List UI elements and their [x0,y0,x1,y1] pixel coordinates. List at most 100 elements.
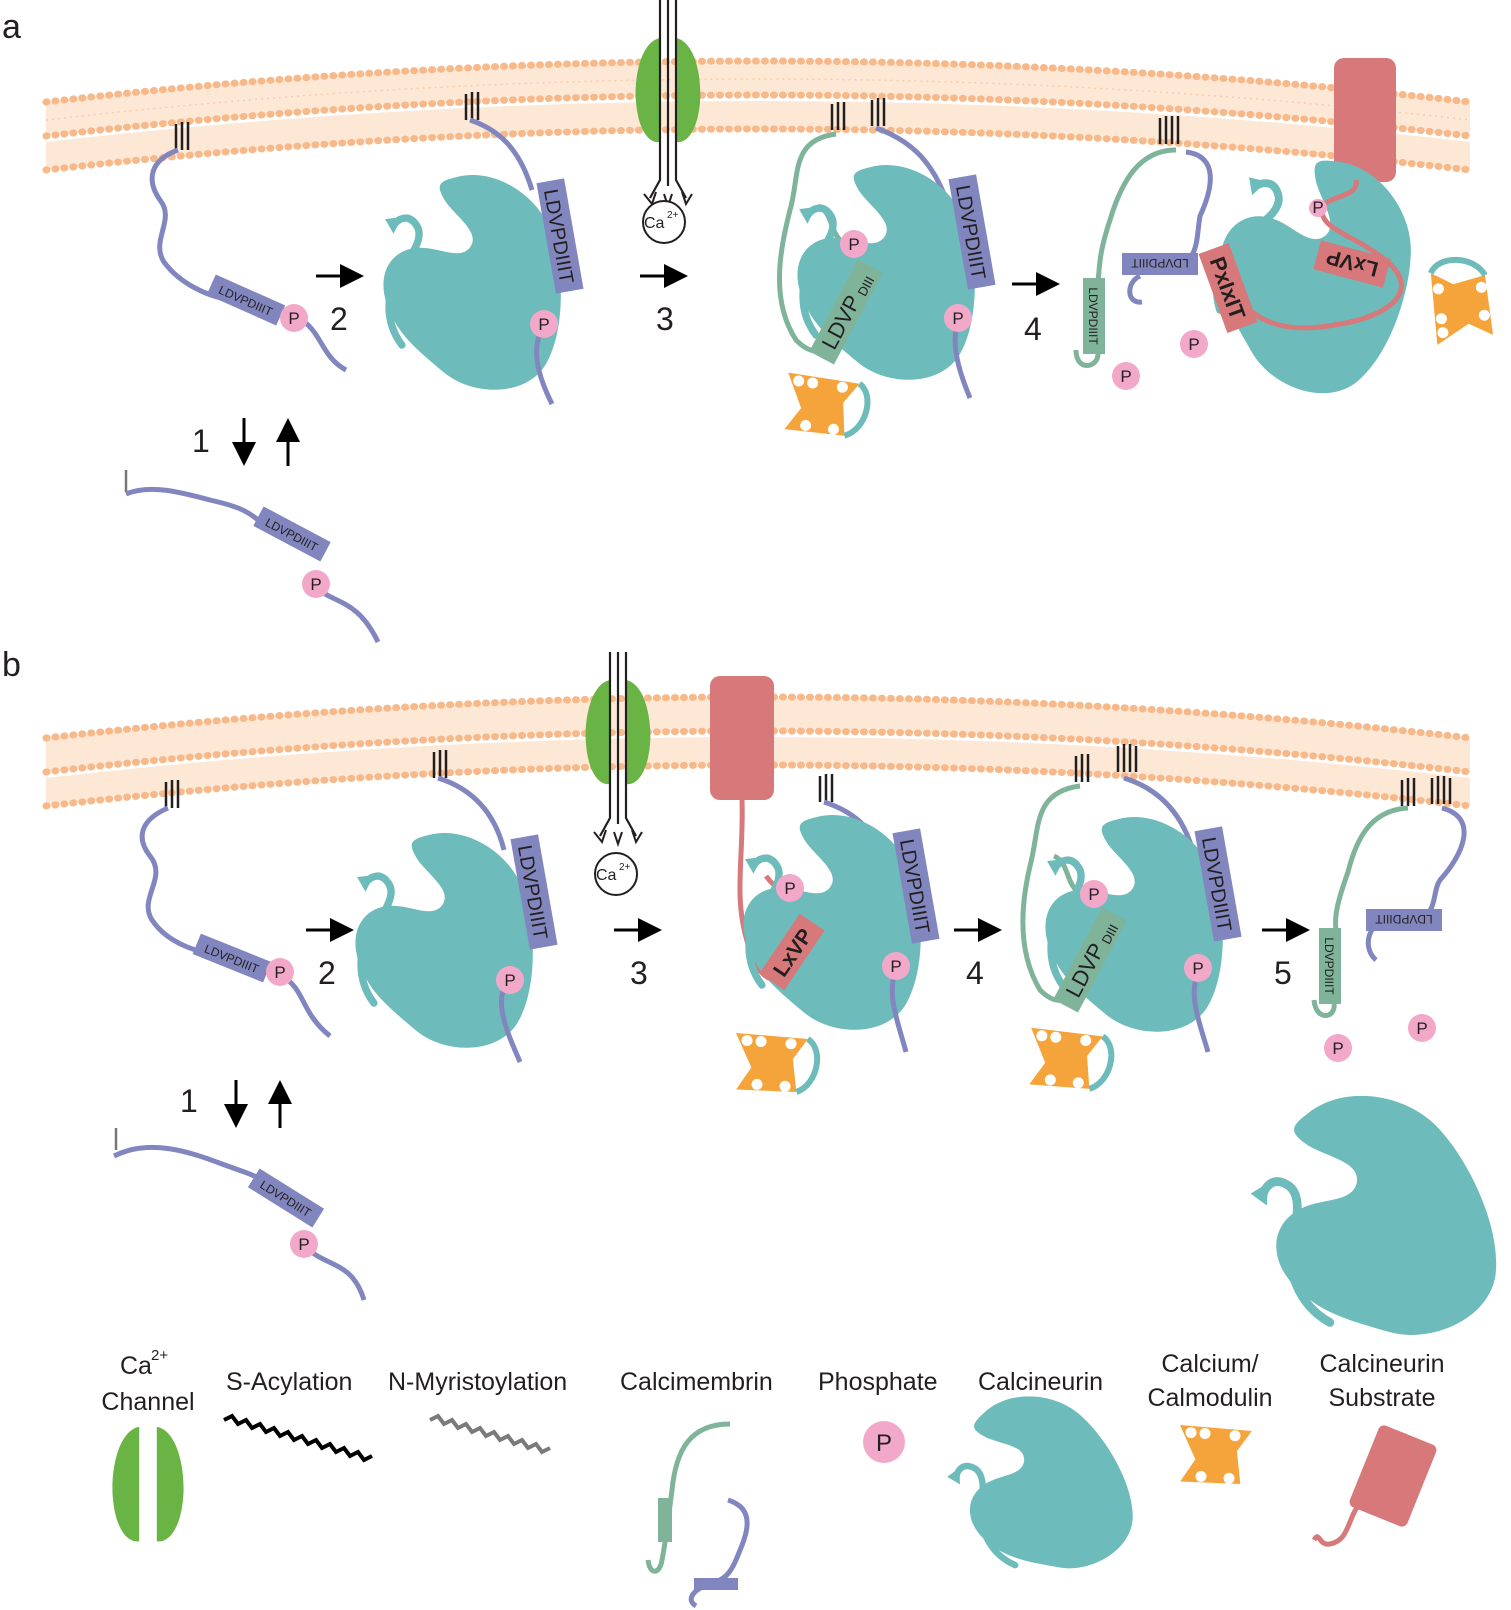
phosphate-icon [530,310,558,338]
phosphate-icon [302,570,330,598]
lxvp-motif [759,913,825,991]
svg-text:Calcineurin: Calcineurin [1319,1350,1444,1378]
calcimembrin-released-a4: LDVPDIIIT LDVPDIIIT P P [1073,116,1213,390]
calcium-ion-a: Ca 2+ [642,200,686,244]
svg-text:2+: 2+ [667,210,679,221]
legend-substrate: Calcineurin Substrate [1311,1350,1445,1547]
calcimembrin-released-b5: LDVPDIIIT LDVPDIIIT P P [1311,776,1467,1062]
step-1-arrows-a: 1 [192,418,300,466]
ldvp-motif [809,259,883,365]
svg-text:1: 1 [180,1083,198,1119]
svg-text:5: 5 [1274,955,1292,991]
svg-text:3: 3 [656,301,674,337]
calcimembrin-soluble-b1: LDVPDIIIT P [112,1128,367,1301]
svg-text:Substrate: Substrate [1328,1384,1435,1412]
legend-phosphate: Phosphate P [818,1368,938,1463]
phosphate-icon [1080,880,1108,908]
panel-label-b: b [2,646,21,684]
svg-text:P: P [1312,198,1323,217]
svg-text:S-Acylation: S-Acylation [226,1368,352,1396]
lxvp-motif [1313,240,1391,288]
svg-text:2+: 2+ [151,1347,168,1364]
calcineurin-icon [927,1366,1156,1607]
svg-text:Calcineurin: Calcineurin [978,1368,1103,1396]
ldvpdiiit-motif [1083,278,1105,354]
ldvpdiiit-motif [1319,928,1341,1004]
ldvpdiiit-motif [948,174,996,290]
svg-text:N-Myristoylation: N-Myristoylation [388,1368,567,1396]
membrane-a [42,57,1474,174]
phosphate-icon [776,874,804,902]
calcineurin-free-b5 [1227,1061,1511,1380]
legend-calcineurin: Calcineurin [927,1366,1156,1607]
svg-text:Ca: Ca [120,1352,152,1380]
svg-text:LDVPDIIIT: LDVPDIIIT [1131,256,1189,270]
svg-text:LDVPDIIIT: LDVPDIIIT [1086,287,1100,345]
legend-s-acylation: S-Acylation [223,1368,373,1463]
calcineurin-complex-a2: LDVPDIIIT P [383,92,584,406]
phosphate-icon [496,966,524,994]
phosphate-icon [1408,1014,1436,1042]
svg-text:1: 1 [192,423,210,459]
svg-text:P: P [848,235,859,254]
pxixit-motif [1198,243,1258,333]
phosphate-icon [882,952,910,980]
ldvpdiiit-motif [206,274,286,326]
panel-label-a: a [2,8,21,46]
svg-text:3: 3 [630,955,648,991]
calcium-channel-icon [112,1426,184,1542]
svg-text:P: P [274,963,285,982]
ldvpdiiit-motif [1366,909,1442,931]
calcium-channel-a [635,0,701,210]
calmodulin-icon [1430,259,1493,345]
step-2-arrow-b: 2 [306,918,354,991]
calcineurin-active-a3: LDVP DIII LDVPDIIIT P P [777,98,996,445]
step-4-arrow-b: 4 [954,918,1002,991]
svg-text:4: 4 [966,955,984,991]
calcineurin-complex-b2: LDVPDIIIT P [355,750,558,1063]
svg-text:P: P [1332,1039,1343,1058]
phosphate-icon [266,958,294,986]
substrate-icon [1311,1425,1437,1547]
svg-text:Calmodulin: Calmodulin [1147,1384,1272,1412]
svg-text:2+: 2+ [619,862,631,873]
step-3-arrow-a: 3 [640,264,688,337]
ldvp-motif [1053,907,1127,1013]
phosphate-icon [863,1421,905,1463]
legend-calcium-channel: Ca 2+ Channel [101,1347,195,1542]
substrate-icon [1334,58,1396,182]
phosphate-icon [944,304,972,332]
legend-calmodulin: Calcium/ Calmodulin [1147,1350,1273,1484]
svg-text:P: P [1088,885,1099,904]
step-3-arrow-b: 3 [614,918,662,991]
svg-text:LDVPDIIIT: LDVPDIIIT [1322,937,1336,995]
s-acylation-icon [223,1413,373,1463]
calcimembrin-anchored-b1: LDVPDIIIT P [139,780,332,1038]
svg-text:P: P [890,957,901,976]
calcium-ion-b: Ca 2+ [594,852,638,896]
step-1-arrows-b: 1 [180,1080,292,1128]
svg-text:Channel: Channel [101,1388,194,1416]
calmodulin-icon [1021,1024,1114,1098]
phosphate-icon [1112,362,1140,390]
calcimembrin-soluble-a1: LDVPDIIIT P [124,470,381,644]
svg-text:Ca: Ca [644,215,665,232]
calcineurin-substrate-complex-a4: PxIxIT LxVP P [1185,58,1493,413]
svg-text:4: 4 [1024,311,1042,347]
svg-text:Phosphate: Phosphate [818,1368,938,1396]
phosphate-icon [280,304,308,332]
step-4-arrow-a: 4 [1012,272,1060,347]
ldvpdiiit-motif [247,1168,325,1228]
phosphate-icon [1309,199,1327,217]
calmodulin-icon [777,369,872,445]
legend-calcimembrin: Calcimembrin [620,1368,773,1609]
phosphate-icon [1180,330,1208,358]
ldvpdiiit-motif [253,506,331,562]
ldvpdiiit-motif [192,933,272,983]
step-2-arrow-a: 2 [316,264,364,337]
legend-n-myristoylation: N-Myristoylation [388,1368,567,1455]
svg-text:P: P [1192,959,1203,978]
calcineurin-active-b4: LDVP DIII LDVPDIIIT P P [1021,744,1242,1098]
phosphate-icon [1184,954,1212,982]
